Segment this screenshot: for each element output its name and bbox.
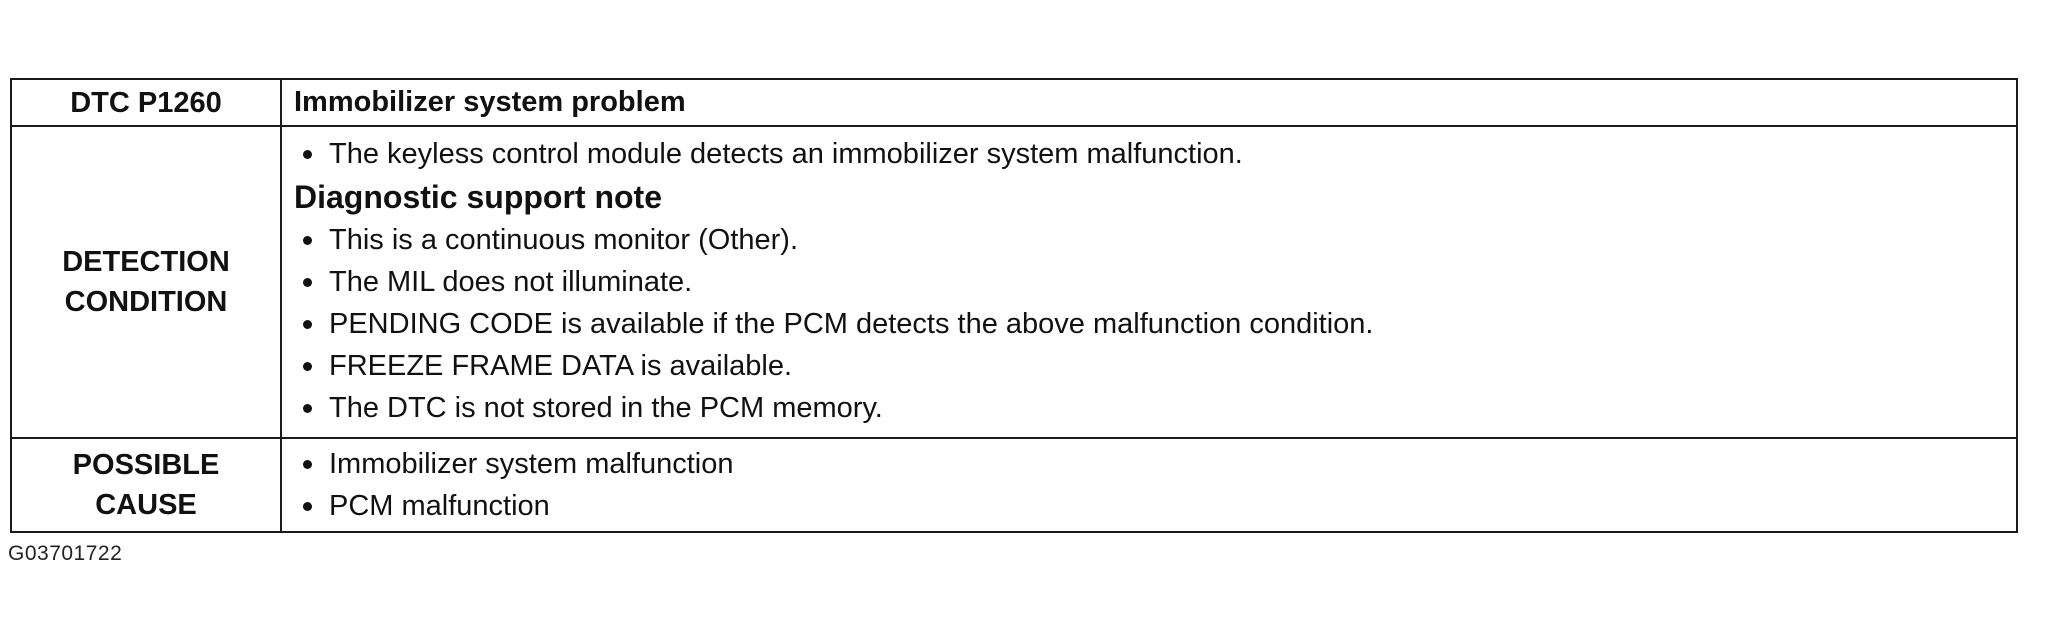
list-item-text: Immobilizer system malfunction <box>329 448 734 480</box>
detection-condition-label: DETECTION CONDITION <box>10 125 282 439</box>
detection-label-line2: CONDITION <box>64 286 228 318</box>
list-item: This is a continuous monitor (Other). <box>294 219 2004 261</box>
list-item-text: The DTC is not stored in the PCM memory. <box>329 392 883 424</box>
dtc-code: DTC P1260 <box>10 78 282 127</box>
detection-condition-row: DETECTION CONDITION The keyless control … <box>10 125 2018 439</box>
possible-cause-content: Immobilizer system malfunction PCM malfu… <box>280 437 2018 533</box>
detection-condition-content: The keyless control module detects an im… <box>280 125 2018 439</box>
cause-label-line1: POSSIBLE <box>72 449 220 481</box>
diagnostic-note-list: This is a continuous monitor (Other). Th… <box>294 219 2004 429</box>
list-item-text: PENDING CODE is available if the PCM det… <box>329 308 1374 340</box>
dtc-title: Immobilizer system problem <box>280 78 2018 127</box>
list-item: PENDING CODE is available if the PCM det… <box>294 303 2004 345</box>
list-item-text: The keyless control module detects an im… <box>329 138 1243 170</box>
cause-label-line2: CAUSE <box>95 489 197 521</box>
bullet-icon <box>303 404 312 413</box>
list-item: The MIL does not illuminate. <box>294 261 2004 303</box>
possible-cause-label: POSSIBLE CAUSE <box>10 437 282 533</box>
list-item: The keyless control module detects an im… <box>294 133 2004 175</box>
detection-list: The keyless control module detects an im… <box>294 133 2004 175</box>
list-item: The DTC is not stored in the PCM memory. <box>294 387 2004 429</box>
list-item: PCM malfunction <box>294 485 2004 527</box>
diagnostic-support-note-heading: Diagnostic support note <box>294 179 662 215</box>
figure-code: G03701722 <box>8 542 123 565</box>
list-item-text: PCM malfunction <box>329 490 550 522</box>
list-item: FREEZE FRAME DATA is available. <box>294 345 2004 387</box>
bullet-icon <box>303 502 312 511</box>
possible-cause-list: Immobilizer system malfunction PCM malfu… <box>294 443 2004 527</box>
dtc-table: DTC P1260 Immobilizer system problem DET… <box>10 78 2018 533</box>
bullet-icon <box>303 150 312 159</box>
bullet-icon <box>303 362 312 371</box>
bullet-icon <box>303 320 312 329</box>
list-item-text: The MIL does not illuminate. <box>329 266 693 298</box>
bullet-icon <box>303 460 312 469</box>
bullet-icon <box>303 236 312 245</box>
list-item-text: FREEZE FRAME DATA is available. <box>329 350 793 382</box>
detection-label-line1: DETECTION <box>62 246 230 278</box>
bullet-icon <box>303 278 312 287</box>
table-header-row: DTC P1260 Immobilizer system problem <box>10 78 2018 127</box>
possible-cause-row: POSSIBLE CAUSE Immobilizer system malfun… <box>10 437 2018 533</box>
list-item: Immobilizer system malfunction <box>294 443 2004 485</box>
list-item-text: This is a continuous monitor (Other). <box>329 224 799 256</box>
